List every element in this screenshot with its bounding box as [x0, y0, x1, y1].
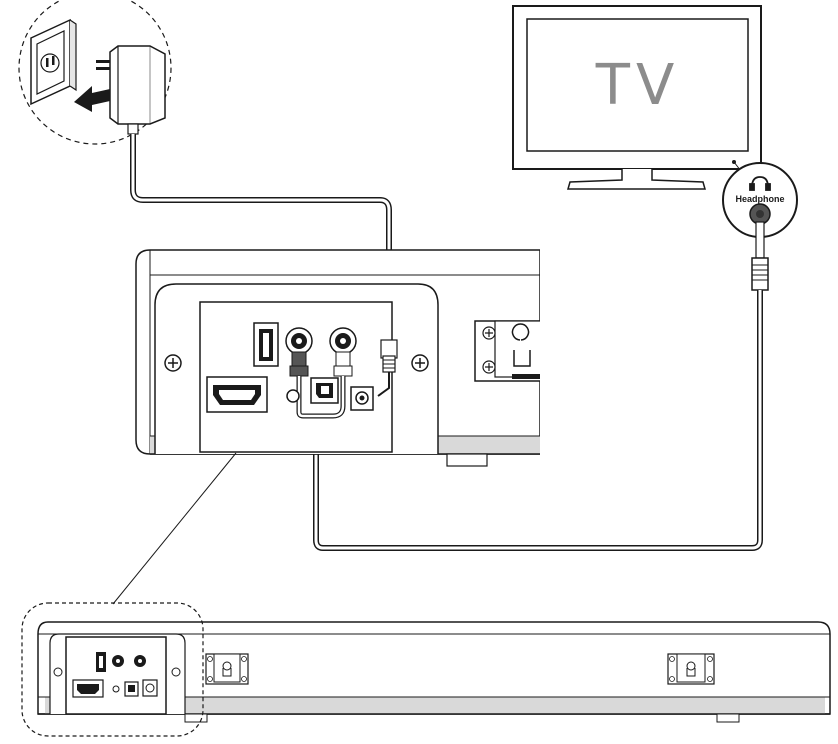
dc-plug	[377, 339, 398, 397]
screw-icon	[164, 354, 182, 372]
insert-arrow-icon	[74, 86, 110, 112]
power-cable	[130, 134, 392, 340]
tv-stand	[567, 169, 706, 190]
screw-icon	[411, 354, 429, 372]
mounting-bracket	[474, 320, 540, 382]
ports-highlight	[21, 602, 204, 737]
wall-socket	[30, 18, 77, 106]
audio-cable	[313, 221, 769, 551]
headphone-icon	[749, 176, 771, 191]
wall-mount-bracket-left	[205, 653, 249, 685]
rca-jack-right	[329, 327, 357, 355]
usb-port	[253, 322, 279, 367]
wall-mount-bracket-right	[667, 653, 715, 685]
tv: TV	[512, 5, 762, 190]
hdmi-port	[206, 376, 268, 413]
headphone-label: Headphone	[735, 194, 784, 204]
optical-port	[310, 377, 339, 404]
power-adapter	[96, 45, 166, 135]
dashed-callout-circle	[18, 0, 172, 145]
soundbar-rear-zoom	[135, 249, 540, 467]
rca-jack-left	[285, 327, 313, 355]
zoom-leader-line	[112, 452, 237, 605]
soundbar-full	[21, 602, 831, 737]
tv-screen	[526, 18, 749, 152]
rca-plug-white	[333, 351, 353, 377]
power-outlet-callout	[18, 0, 172, 145]
tv-label: TV	[595, 53, 681, 118]
dc-power-port	[350, 386, 374, 411]
headphone-port-callout: Headphone	[722, 161, 798, 238]
aux-port	[286, 389, 300, 403]
rca-plug-red	[289, 351, 309, 377]
